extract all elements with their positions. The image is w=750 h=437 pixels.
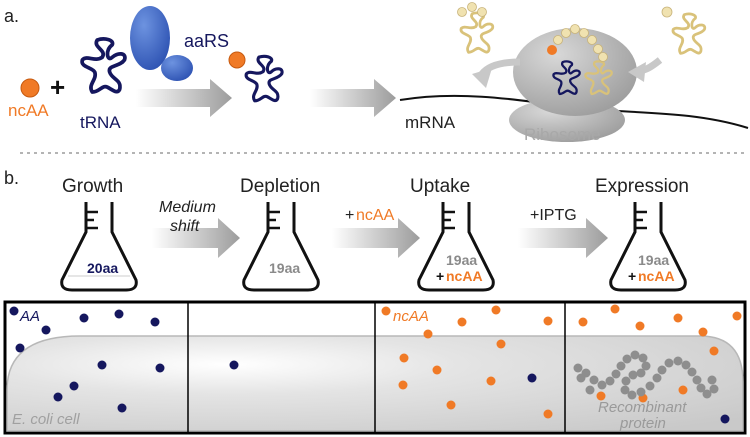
flask-uptake-plus: + <box>436 268 444 284</box>
plus-sign: + <box>50 72 65 102</box>
peptide-chain <box>553 24 608 62</box>
stage-uptake: Uptake <box>410 176 470 197</box>
ncaa-dots <box>381 304 742 419</box>
recombinant-protein-chain <box>573 350 719 400</box>
recombinant-line2: protein <box>619 415 666 432</box>
charged-trna-icon <box>244 54 284 103</box>
arrow-ncaa: ncAA <box>356 207 395 224</box>
flask-growth-label: 20aa <box>87 260 118 276</box>
aa-dots <box>9 306 730 424</box>
stage-depletion: Depletion <box>240 176 320 197</box>
panel-b-label: b. <box>4 168 19 188</box>
exit-arrowhead-icon <box>472 68 492 88</box>
flask-depletion-label: 19aa <box>269 260 300 276</box>
incoming-aa-dot <box>661 6 673 18</box>
flask-uptake-icon <box>417 202 495 292</box>
flask-uptake-line2: ncAA <box>446 268 483 284</box>
stage-growth: Growth <box>62 176 123 197</box>
recombinant-line1: Recombinant <box>598 399 687 416</box>
flask-expression-line1: 19aa <box>638 252 669 268</box>
aars-enzyme-icon <box>130 6 193 81</box>
entry-arrowhead-icon <box>628 62 646 82</box>
ncaa-label: ncAA <box>8 101 49 120</box>
mrna-label: mRNA <box>405 113 456 132</box>
ncaa-bottom-label: ncAA <box>393 308 429 325</box>
arrow-icon <box>332 218 420 258</box>
trna-icon <box>82 39 125 92</box>
trna-label: tRNA <box>80 113 121 132</box>
arrow-iptg: +IPTG <box>530 207 577 224</box>
incoming-ncaa-dot <box>547 45 557 55</box>
stage-expression: Expression <box>595 176 689 197</box>
ncaa-dot <box>20 78 40 98</box>
outgoing-aa-chain <box>457 2 487 17</box>
outgoing-trna-icon <box>459 11 495 54</box>
incoming-trna-icon <box>671 12 707 55</box>
aa-label: AA <box>19 308 40 325</box>
ribosome-label: Ribosome <box>524 125 601 144</box>
panel-a-label: a. <box>4 6 19 26</box>
charged-ncaa-dot <box>228 51 246 69</box>
aars-label: aaRS <box>184 31 229 51</box>
flask-expression-icon <box>609 202 687 292</box>
arrow-icon <box>136 79 232 117</box>
ecoli-label: E. coli cell <box>12 411 80 428</box>
arrow-icon <box>310 79 396 117</box>
flask-growth-icon <box>60 202 138 292</box>
arrow-icon <box>518 218 608 258</box>
flask-uptake-line1: 19aa <box>446 252 477 268</box>
arrow-medium-line1: Medium <box>159 199 216 216</box>
arrow-icon <box>152 218 240 258</box>
arrow-plus: + <box>345 207 354 224</box>
flask-expression-plus: + <box>628 268 636 284</box>
flask-expression-line2: ncAA <box>638 268 675 284</box>
flask-depletion-icon <box>242 202 320 292</box>
arrow-medium-line2: shift <box>170 218 200 235</box>
